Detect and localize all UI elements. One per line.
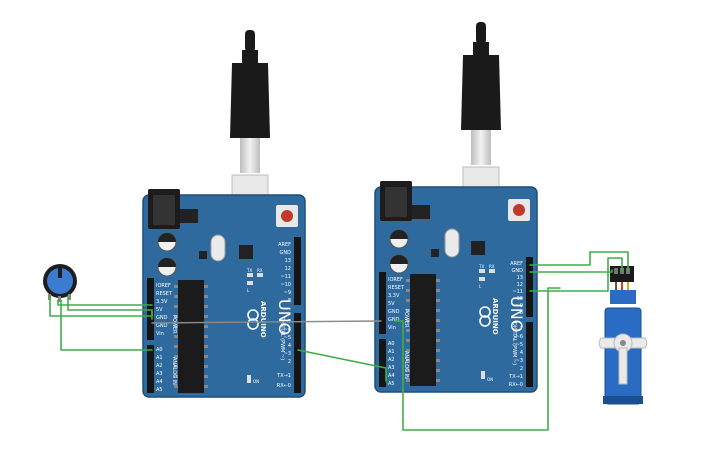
pin-label: TX→1: [508, 374, 523, 380]
pin-label: A1: [388, 349, 395, 355]
wire-pot-gnd-2[interactable]: [67, 295, 153, 320]
wire-pot-gnd[interactable]: [49, 295, 153, 317]
pin-label: ~10: [280, 282, 291, 288]
pin-label: 13: [517, 275, 523, 281]
on-label: ON: [253, 379, 259, 384]
pin-label: 5V: [388, 301, 395, 307]
pin-label: A4: [388, 373, 395, 379]
tx-label: TX: [246, 268, 252, 273]
l-label: L: [479, 284, 482, 289]
board-brand: ARDUINO: [259, 301, 267, 338]
pin-label: 13: [285, 258, 291, 264]
pin-label: 5V: [156, 307, 163, 313]
pin-label: GND: [388, 309, 400, 315]
board-brand: ARDUINO: [491, 298, 499, 335]
pin-label: RESET: [156, 291, 173, 297]
servo-motor-icon[interactable]: [598, 266, 648, 405]
power-label: POWER: [171, 315, 177, 334]
pin-label: 8: [288, 298, 291, 304]
potentiometer-icon[interactable]: [43, 264, 77, 302]
wire-gnd-link[interactable]: [151, 320, 382, 324]
pin-label: TX→1: [276, 373, 291, 379]
pin-label: ~3: [516, 358, 523, 364]
tx-label: TX: [478, 264, 484, 269]
pin-label: GND: [156, 323, 168, 329]
pin-label: ~5: [284, 335, 291, 341]
pin-label: 3.3V: [388, 293, 400, 299]
wire-pot-5v[interactable]: [57, 299, 153, 306]
on-label: ON: [487, 377, 493, 382]
wire-pot-a0[interactable]: [60, 299, 153, 351]
pin-label: 8: [520, 310, 523, 316]
pin-label: A2: [388, 357, 395, 363]
pin-label: 7: [520, 326, 523, 332]
analog-label: ANALOG IN: [403, 351, 409, 379]
pin-label: A0: [156, 347, 163, 353]
pin-label: AREF: [278, 242, 291, 248]
pin-label: A4: [156, 379, 163, 385]
pin-label: ~11: [280, 274, 291, 280]
wire-servo-gnd[interactable]: [529, 251, 629, 271]
pin-label: ~9: [516, 303, 523, 309]
pin-label: ~9: [284, 290, 291, 296]
pin-label: ~3: [284, 351, 291, 357]
pin-label: RX←0: [509, 382, 523, 388]
l-label: L: [247, 288, 250, 293]
rx-label: RX: [489, 264, 495, 269]
analog-label: ANALOG IN: [171, 357, 177, 385]
rx-label: RX: [257, 268, 263, 273]
pin-label: Vin: [388, 325, 396, 331]
digital-label: DIGITAL (PWM ~): [511, 322, 517, 365]
power-label: POWER: [403, 309, 409, 328]
wire-board1-to-board2[interactable]: [297, 349, 387, 382]
arduino-uno-board-2[interactable]: IOREF RESET 3.3V 5V GND GND Vin A0 A1 A2…: [374, 22, 538, 393]
pin-label: Vin: [156, 331, 164, 337]
pin-label: 12: [517, 282, 523, 288]
pin-label: A5: [388, 381, 395, 387]
pin-label: IOREF: [156, 283, 171, 289]
pin-label: A3: [156, 371, 163, 377]
wires: [49, 251, 629, 431]
wire-servo-signal[interactable]: [529, 269, 613, 273]
pin-label: 2: [520, 366, 523, 372]
pin-label: RESET: [388, 285, 405, 291]
pin-label: ~11: [512, 289, 523, 295]
pin-label: 4: [520, 350, 523, 356]
pin-label: 3.3V: [156, 299, 168, 305]
pin-label: A5: [156, 387, 163, 393]
pin-label: A0: [388, 341, 395, 347]
pin-label: A3: [388, 365, 395, 371]
pin-label: RX←0: [277, 383, 291, 389]
pin-label: ~5: [516, 342, 523, 348]
pin-label: 12: [285, 266, 291, 272]
digital-label: DIGITAL (PWM ~): [279, 317, 285, 360]
wire-bottom-loop[interactable]: [394, 287, 561, 431]
pin-label: A2: [156, 363, 163, 369]
wire-servo-pwm[interactable]: [529, 257, 623, 292]
pin-label: ~6: [516, 334, 523, 340]
pin-label: GND: [388, 317, 400, 323]
pin-label: GND: [280, 250, 292, 256]
pin-label: AREF: [510, 261, 523, 267]
pin-label: ~10: [512, 296, 523, 302]
board-model: UNO: [507, 296, 526, 332]
pin-label: GND: [512, 268, 524, 274]
usb-cable-icon: [230, 30, 270, 206]
pin-label: ~6: [284, 327, 291, 333]
pin-label: 2: [288, 359, 291, 365]
pin-label: A1: [156, 355, 163, 361]
pin-label: GND: [156, 315, 168, 321]
pin-label: 4: [288, 343, 291, 349]
arduino-uno-board-1[interactable]: IOREF RESET 3.3V 5V GND GND Vin A0 A1 A2…: [142, 30, 306, 398]
board-model: UNO: [275, 299, 294, 335]
pin-label: IOREF: [388, 277, 403, 283]
usb-cable-icon: [461, 22, 501, 198]
